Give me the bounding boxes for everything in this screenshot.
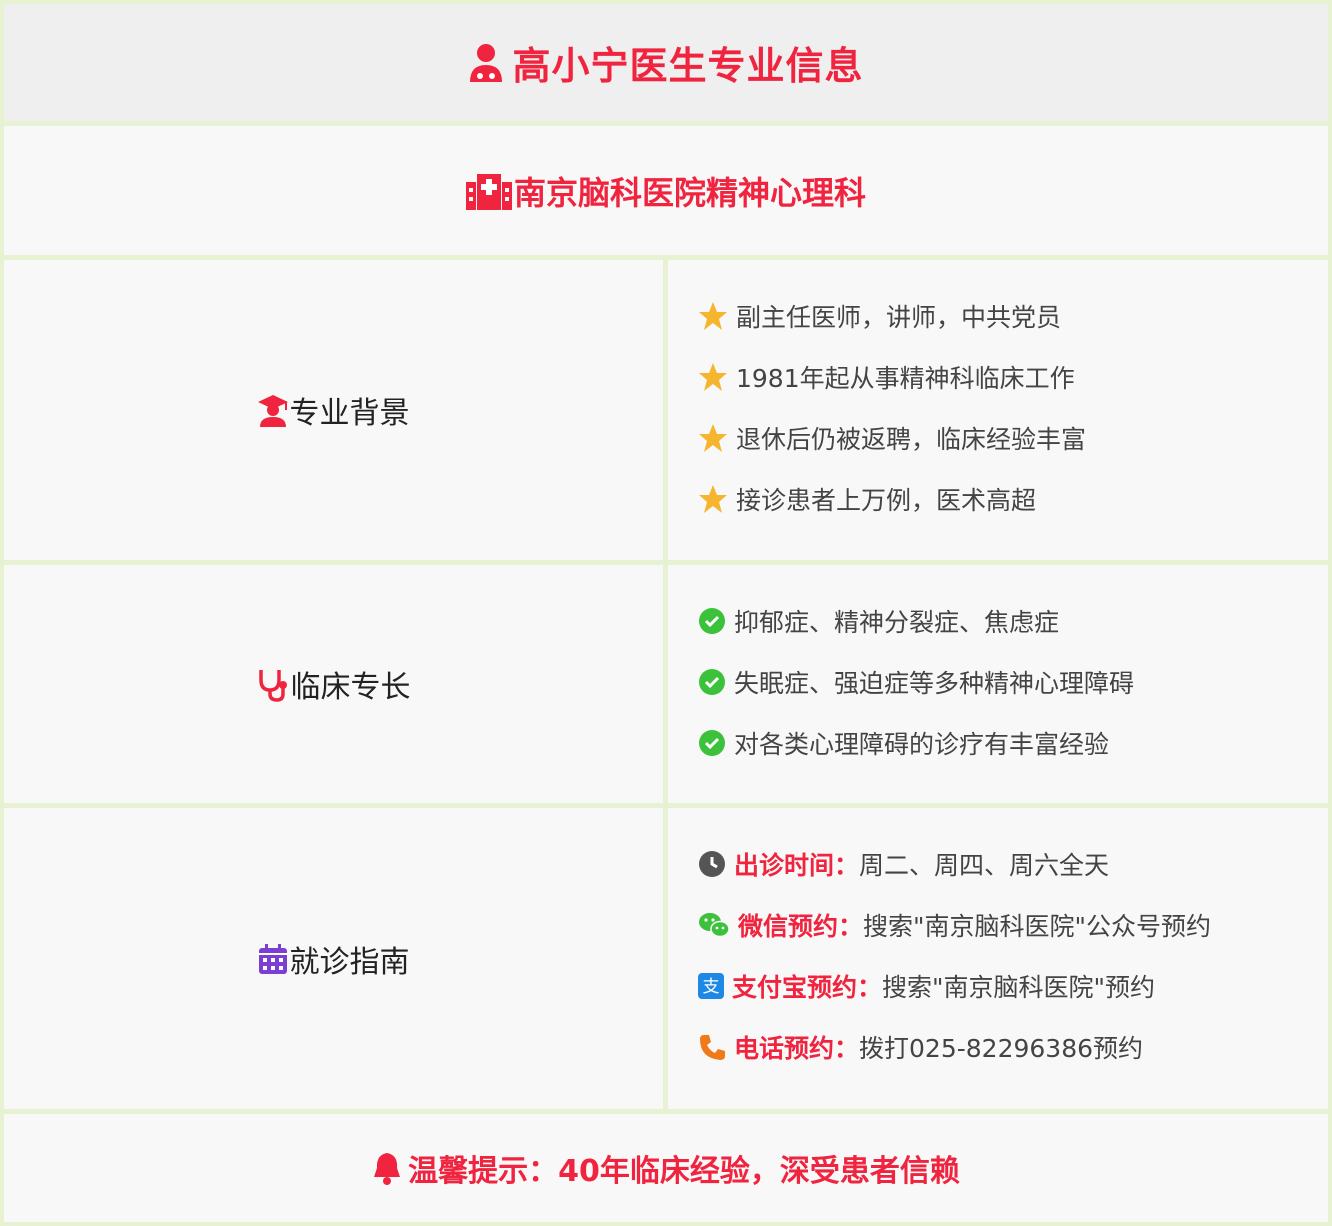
phone-value: 拨打025-82296386预约 — [859, 1034, 1144, 1063]
list-item-text: 退休后仍被返聘，临床经验丰富 — [736, 425, 1087, 454]
list-item-text: 抑郁症、精神分裂症、焦虑症 — [734, 608, 1060, 637]
list-item: 抑郁症、精神分裂症、焦虑症 — [698, 603, 1059, 639]
check-icon — [698, 607, 726, 635]
stethoscope-icon — [257, 666, 289, 702]
doctor-icon — [468, 42, 504, 84]
calendar-icon — [258, 943, 288, 975]
guide-list: 出诊时间： 周二、周四、周六全天 微信预约： 搜索"南京脑科医院"公众号预约 支… — [668, 808, 1328, 1109]
hospital-name: 南京脑科医院精神心理科 — [513, 173, 866, 212]
specialty-list: 抑郁症、精神分裂症、焦虑症 失眠症、强迫症等多种精神心理障碍 对各类心理障碍的诊… — [668, 565, 1328, 803]
wechat-label: 微信预约： — [738, 912, 864, 941]
tip-text: 温馨提示：40年临床经验，深受患者信赖 — [408, 1154, 960, 1189]
guide-item-alipay: 支 支付宝预约： 搜索"南京脑科医院"预约 — [698, 968, 1155, 1004]
guide-item-phone: 电话预约： 拨打025-82296386预约 — [698, 1029, 1143, 1065]
clock-icon — [698, 850, 726, 878]
alipay-value: 搜索"南京脑科医院"预约 — [882, 973, 1156, 1002]
hospital-bar: 南京脑科医院精神心理科 — [4, 126, 1328, 255]
graduate-icon — [257, 393, 288, 427]
page-title: 高小宁医生专业信息 — [512, 44, 864, 88]
hours-value: 周二、周四、周六全天 — [859, 851, 1110, 880]
list-item: 1981年起从事精神科临床工作 — [698, 359, 1075, 395]
svg-text:支: 支 — [703, 977, 720, 997]
specialty-label: 临床专长 — [290, 670, 411, 705]
star-icon — [698, 484, 728, 514]
list-item: 副主任医师，讲师，中共党员 — [698, 298, 1061, 334]
list-item-text: 接诊患者上万例，医术高超 — [736, 486, 1037, 515]
list-item-text: 对各类心理障碍的诊疗有丰富经验 — [734, 730, 1110, 759]
tip-bar: 温馨提示：40年临床经验，深受患者信赖 — [4, 1114, 1328, 1222]
background-label-cell: 专业背景 — [4, 260, 663, 560]
list-item: 对各类心理障碍的诊疗有丰富经验 — [698, 725, 1109, 761]
list-item-text: 1981年起从事精神科临床工作 — [736, 364, 1075, 393]
guide-item-wechat: 微信预约： 搜索"南京脑科医院"公众号预约 — [698, 907, 1211, 943]
check-icon — [698, 729, 726, 757]
phone-icon — [698, 1033, 726, 1061]
guide-item-hours: 出诊时间： 周二、周四、周六全天 — [698, 846, 1109, 882]
hospital-icon — [465, 172, 512, 210]
check-icon — [698, 668, 726, 696]
bell-icon — [372, 1151, 402, 1185]
list-item: 退休后仍被返聘，临床经验丰富 — [698, 420, 1086, 456]
list-item: 接诊患者上万例，医术高超 — [698, 481, 1036, 517]
list-item-text: 副主任医师，讲师，中共党员 — [736, 303, 1062, 332]
title-bar: 高小宁医生专业信息 — [4, 4, 1328, 121]
guide-label: 就诊指南 — [289, 944, 410, 980]
list-item-text: 失眠症、强迫症等多种精神心理障碍 — [734, 669, 1135, 698]
wechat-value: 搜索"南京脑科医院"公众号预约 — [863, 912, 1212, 941]
wechat-icon — [698, 911, 730, 939]
phone-label: 电话预约： — [734, 1034, 860, 1063]
star-icon — [698, 362, 728, 392]
alipay-icon: 支 — [698, 973, 724, 999]
alipay-label: 支付宝预约： — [732, 973, 883, 1002]
guide-label-cell: 就诊指南 — [4, 808, 663, 1109]
background-label: 专业背景 — [289, 396, 410, 431]
hours-label: 出诊时间： — [734, 851, 860, 880]
star-icon — [698, 301, 728, 331]
list-item: 失眠症、强迫症等多种精神心理障碍 — [698, 664, 1134, 700]
specialty-label-cell: 临床专长 — [4, 565, 663, 803]
background-list: 副主任医师，讲师，中共党员 1981年起从事精神科临床工作 退休后仍被返聘，临床… — [668, 260, 1328, 560]
star-icon — [698, 423, 728, 453]
